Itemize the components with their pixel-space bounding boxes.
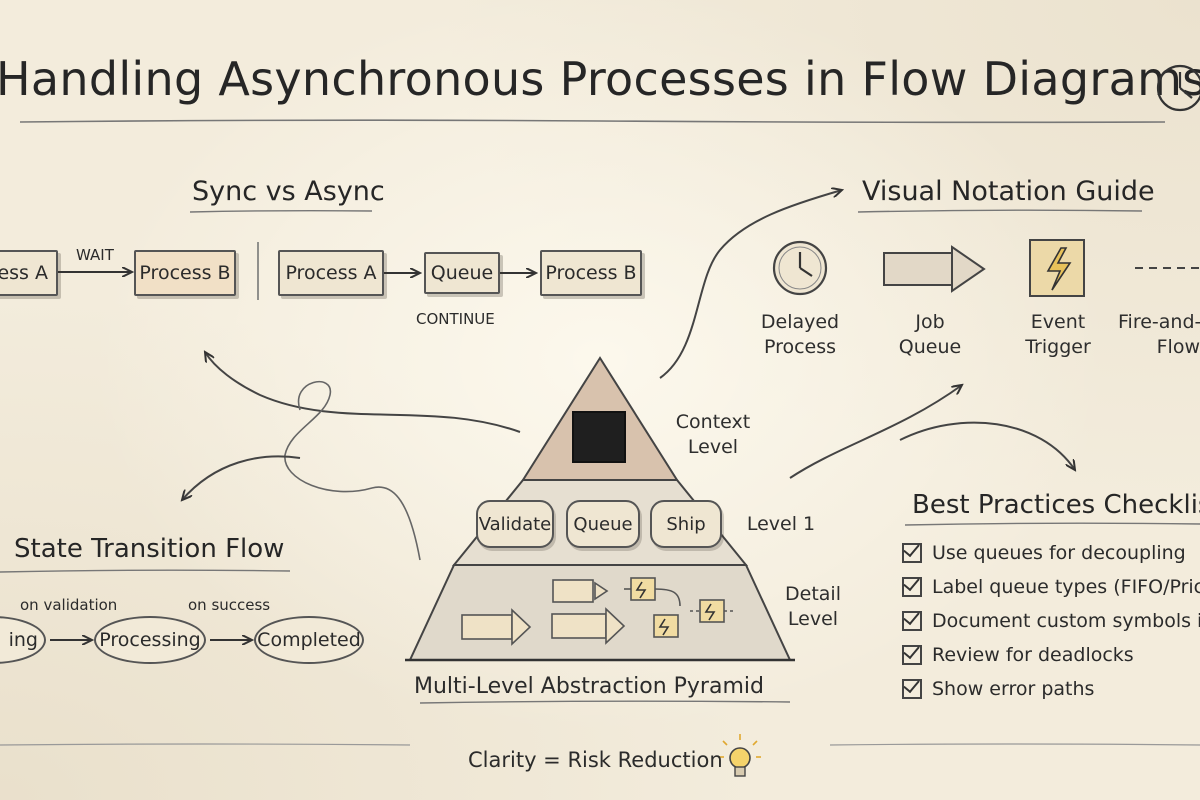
level1-queue-label: Queue (573, 513, 633, 535)
state-processing-label: Processing (99, 629, 201, 651)
sync-process-a-label: Process A (0, 262, 48, 284)
async-process-b: Process B (540, 250, 642, 296)
context-level-label: Context Level (675, 411, 751, 458)
sync-async-heading: Sync vs Async (192, 176, 385, 207)
curve-arrow-to-checklist (899, 421, 1075, 470)
level1-label: Level 1 (746, 513, 816, 535)
sync-process-a: Process A (0, 250, 58, 296)
checkbox-checked-icon (902, 645, 922, 665)
level1-queue: Queue (566, 500, 640, 548)
curve-arrow-to-sync (205, 352, 521, 433)
clock-icon-notation (772, 240, 828, 296)
notation-queue-line1: Job (915, 311, 945, 333)
checklist-item: Document custom symbols in (902, 604, 1200, 638)
title-underline (19, 119, 1166, 124)
notation-fire-line1: Fire-and- (1118, 311, 1200, 333)
level1-validate: Validate (476, 500, 554, 548)
sync-process-b: Process B (134, 250, 236, 296)
state-completed: Completed (254, 616, 364, 664)
detail-level-diagram (461, 577, 734, 646)
state-flow-heading: State Transition Flow (14, 534, 285, 564)
checklist-item-text: Use queues for decoupling (932, 542, 1186, 564)
state-completed-label: Completed (257, 629, 361, 651)
checklist-item-text: Document custom symbols in (932, 610, 1200, 632)
sync-process-b-label: Process B (139, 262, 231, 284)
state-processing: Processing (94, 616, 206, 664)
notation-delayed-label: Delayed Process (750, 310, 850, 360)
checklist-item-text: Show error paths (932, 678, 1095, 700)
async-queue: Queue (424, 252, 500, 294)
checkbox-checked-icon (902, 543, 922, 563)
notation-event-label: Event Trigger (1008, 310, 1108, 360)
state-pending-label: ing (8, 629, 38, 651)
curve-arrow-to-state (182, 455, 301, 500)
pyramid-caption: Multi-Level Abstraction Pyramid (414, 674, 764, 699)
notation-delayed-line2: Process (763, 336, 837, 358)
loop-scribble (284, 380, 421, 561)
notation-queue-label: Job Queue (880, 310, 980, 360)
notation-queue-line2: Queue (898, 336, 962, 358)
checkbox-checked-icon (902, 577, 922, 597)
context-black-box (572, 411, 626, 463)
detail-level-label: Detail Level (785, 583, 841, 630)
checklist: Use queues for decoupling Label queue ty… (902, 536, 1200, 706)
curve-arrow-to-notation (659, 190, 842, 379)
async-process-a-label: Process A (285, 262, 377, 284)
checklist-item: Review for deadlocks (902, 638, 1200, 672)
lightning-icon-notation (1029, 239, 1085, 297)
checkbox-checked-icon (902, 679, 922, 699)
notation-event-line2: Trigger (1025, 336, 1091, 358)
queue-arrow-icon-notation (883, 245, 986, 293)
notation-heading: Visual Notation Guide (862, 176, 1155, 207)
checklist-item: Show error paths (902, 672, 1200, 706)
footer-text: Clarity = Risk Reduction (468, 748, 723, 772)
checkbox-checked-icon (902, 611, 922, 631)
curve-arrow-pyramid-notation (789, 385, 962, 479)
checklist-item: Use queues for decoupling (902, 536, 1200, 570)
notation-delayed-line1: Delayed (760, 311, 840, 333)
async-queue-label: Queue (430, 262, 494, 284)
notation-fire-label: Fire-and- Flow (1118, 310, 1200, 360)
lightbulb-icon (719, 734, 761, 777)
wait-label: WAIT (76, 246, 114, 264)
level1-ship: Ship (650, 500, 722, 548)
page-title: Handling Asynchronous Processes in Flow … (0, 52, 1200, 106)
checklist-heading: Best Practices Checklis (912, 490, 1200, 520)
continue-label: CONTINUE (416, 310, 495, 328)
checklist-item-text: Review for deadlocks (932, 644, 1134, 666)
notation-fire-line2: Flow (1156, 336, 1200, 358)
checklist-item-text: Label queue types (FIFO/Pric (932, 576, 1200, 598)
async-process-a: Process A (278, 250, 384, 296)
checklist-item: Label queue types (FIFO/Pric (902, 570, 1200, 604)
level1-validate-label: Validate (478, 513, 552, 535)
notation-event-line1: Event (1030, 311, 1086, 333)
async-process-b-label: Process B (545, 262, 637, 284)
title-clock-icon (1156, 64, 1200, 112)
transition-on-validation: on validation (20, 596, 118, 614)
transition-on-success: on success (188, 596, 271, 614)
level1-ship-label: Ship (666, 513, 706, 535)
